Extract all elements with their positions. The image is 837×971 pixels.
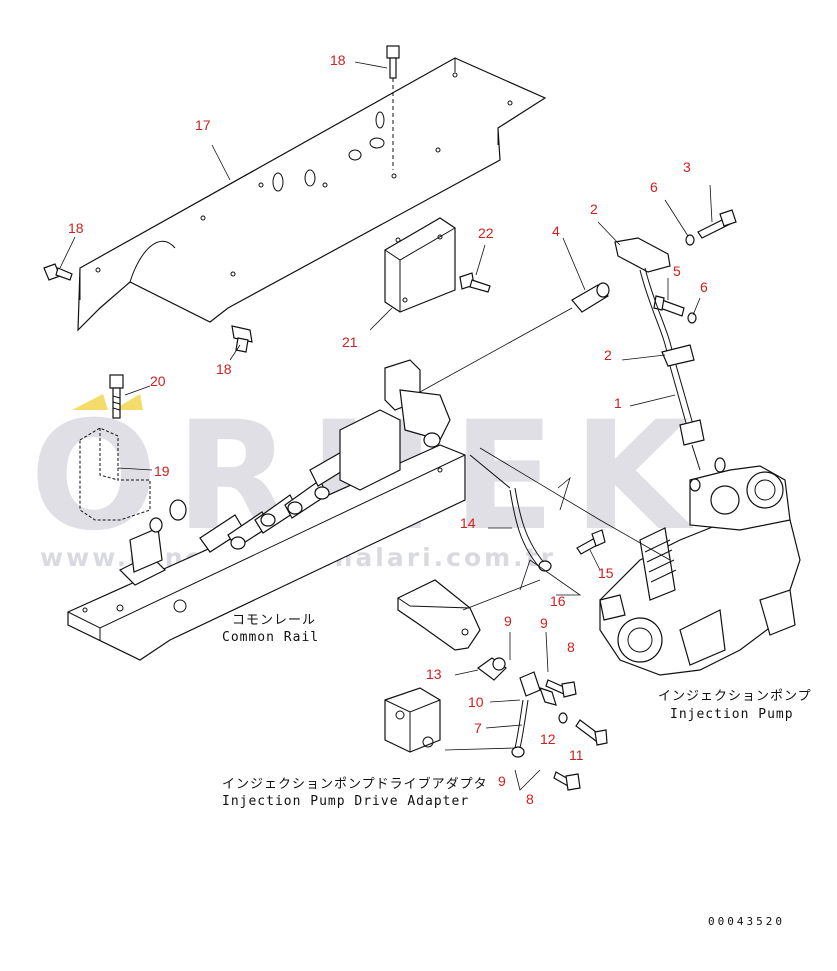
- bolt-3: [697, 209, 737, 239]
- callout-18-left: 18: [68, 220, 84, 236]
- injection-pump: [599, 457, 801, 676]
- callout-10: 10: [468, 694, 484, 710]
- callout-2-top: 2: [590, 201, 598, 217]
- callout-9-a: 9: [504, 613, 512, 629]
- caption-injection-pump-en: Injection Pump: [670, 707, 794, 722]
- mounting-plate-17: [77, 57, 547, 332]
- fuel-pipe-1-2: [614, 237, 705, 471]
- bolt-8-bottom: [553, 771, 581, 791]
- injection-pump-drive-adapter: [384, 687, 441, 753]
- callout-14: 14: [460, 515, 476, 531]
- bolt-5: [653, 295, 685, 317]
- watermark-accent-left: [72, 394, 108, 410]
- bolt-18-bottom: [231, 325, 253, 353]
- callout-18-bottom: 18: [216, 361, 232, 377]
- callout-11: 11: [569, 747, 584, 763]
- callout-6-top: 6: [650, 179, 658, 195]
- washer-12: [558, 712, 568, 724]
- callout-9-b: 9: [540, 615, 548, 631]
- callout-1: 1: [614, 395, 622, 411]
- callout-13: 13: [426, 666, 442, 682]
- callout-15: 15: [598, 565, 614, 581]
- bolt-20: [109, 374, 124, 419]
- bolt-15: [576, 529, 606, 555]
- bracket-19: [79, 427, 151, 521]
- bolt-11: [575, 719, 608, 746]
- bracket-block-21: [384, 217, 456, 313]
- bracket-16: [397, 579, 481, 651]
- callout-4: 4: [552, 223, 560, 239]
- callout-19: 19: [154, 463, 170, 479]
- caption-injection-pump-jp: インジェクションポンプ: [658, 689, 812, 704]
- reference-number: 00043520: [708, 915, 785, 928]
- common-rail: [67, 359, 466, 661]
- washer-6-top: [685, 234, 695, 246]
- callout-18-top: 18: [330, 52, 346, 68]
- callout-17: 17: [195, 117, 211, 133]
- callout-21: 21: [342, 334, 358, 350]
- caption-drive-adapter-jp: インジェクションポンプドライブアダプタ: [222, 776, 488, 792]
- callout-9-c: 9: [498, 773, 506, 789]
- callout-6-mid: 6: [700, 279, 708, 295]
- callout-22: 22: [478, 225, 494, 241]
- bolt-8-top: [545, 679, 577, 698]
- callout-20: 20: [150, 373, 166, 389]
- spacer-4: [571, 282, 610, 313]
- callout-labels: 18 17 18 22 21 18 20 19 4 2 6 3 5 6 2 1 …: [68, 52, 708, 807]
- caption-common-rail-jp: コモンレール: [232, 613, 316, 628]
- callout-2-mid: 2: [604, 347, 612, 363]
- callout-8-top: 8: [567, 639, 575, 655]
- captions: コモンレール Common Rail インジェクションポンプ Injection…: [222, 613, 812, 928]
- fuel-pipe-7-10: [511, 671, 557, 758]
- callout-16: 16: [550, 593, 566, 609]
- leader-lines: [59, 61, 713, 791]
- bolt-18-top: [386, 45, 400, 170]
- callout-3: 3: [683, 159, 691, 175]
- bolt-22: [459, 272, 491, 293]
- caption-drive-adapter-en: Injection Pump Drive Adapter: [222, 794, 469, 809]
- bolt-18-left: [43, 263, 73, 281]
- callout-8-bottom: 8: [526, 791, 534, 807]
- spacer-13: [476, 657, 507, 681]
- callout-7: 7: [474, 720, 482, 736]
- callout-12: 12: [540, 731, 556, 747]
- caption-common-rail-en: Common Rail: [222, 630, 319, 645]
- callout-5: 5: [673, 263, 681, 279]
- washer-6-mid: [687, 312, 697, 324]
